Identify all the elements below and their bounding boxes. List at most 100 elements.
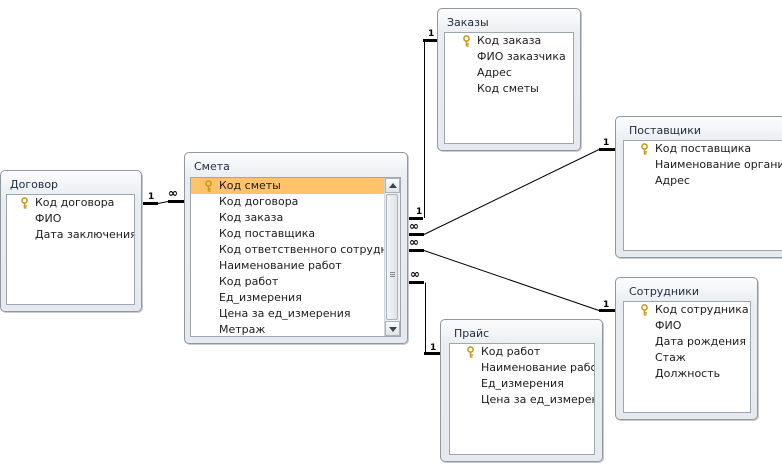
key-icon: [463, 35, 470, 47]
grip-line: [390, 272, 395, 273]
field-kod-smety[interactable]: Код сметы: [445, 81, 573, 97]
grip-line: [390, 274, 395, 275]
table-prais-field-list[interactable]: Код работ Наименование работ Ед_измерени…: [449, 343, 595, 455]
field-kod-sotrudnika[interactable]: Код сотрудника: [624, 302, 750, 318]
relationship-zakazy-smeta[interactable]: [408, 39, 437, 220]
field-kod-postavshchika[interactable]: Код поставщика: [191, 226, 400, 242]
field-label: Дата заключения: [35, 228, 134, 241]
table-sotrudniki-field-list[interactable]: Код сотрудника ФИО Дата рождения Стаж До…: [623, 301, 751, 413]
table-smeta[interactable]: Смета Код сметы Код договора Код заказа …: [184, 152, 408, 344]
field-label: Код сотрудника: [655, 303, 749, 316]
rel-postavshchiki-many-label: ∞: [409, 219, 419, 233]
field-ed-izmereniya[interactable]: Ед_измерения: [450, 376, 594, 392]
field-stazh[interactable]: Стаж: [624, 350, 750, 366]
field-label: Код работ: [219, 275, 279, 288]
field-label: ФИО: [655, 319, 682, 332]
key-icon: [641, 304, 648, 316]
relationship-postavshchiki-smeta[interactable]: [408, 148, 615, 236]
table-zakazy[interactable]: Заказы Код заказа ФИО заказчика Адрес Ко…: [437, 8, 581, 151]
key-icon: [205, 180, 212, 192]
field-label: ФИО заказчика: [477, 50, 566, 63]
field-ed-izmereniya[interactable]: Ед_измерения: [191, 290, 400, 306]
field-fio[interactable]: ФИО: [7, 211, 134, 227]
field-label: Код сметы: [219, 179, 281, 192]
field-tsena-za-ed-izmereniya[interactable]: Цена за ед_измерения: [191, 306, 400, 322]
field-label: Код ответственного сотрудника: [219, 243, 400, 256]
key-icon: [641, 143, 648, 155]
table-postavshchiki[interactable]: Поставщики Код поставщика Наименование о…: [615, 116, 782, 258]
field-label: Стаж: [655, 351, 686, 364]
field-label: Код поставщика: [655, 142, 752, 155]
grip-line: [390, 276, 395, 277]
field-kod-rabot[interactable]: Код работ: [191, 274, 400, 290]
field-label: Дата рождения: [655, 335, 746, 348]
rel-sotrudniki-many-label: ∞: [409, 235, 419, 249]
rel-prais-one-label: 1: [430, 343, 437, 353]
field-adres[interactable]: Адрес: [624, 173, 782, 189]
field-label: Цена за ед_измерения: [481, 393, 594, 406]
field-fio-zakazchika[interactable]: ФИО заказчика: [445, 49, 573, 65]
rel-dogovor-one-label: 1: [148, 192, 155, 202]
field-data-zaklyucheniya[interactable]: Дата заключения: [7, 227, 134, 243]
field-kod-zakaza[interactable]: Код заказа: [445, 33, 573, 49]
field-label: Адрес: [655, 174, 690, 187]
table-postavshchiki-title[interactable]: Поставщики: [629, 124, 701, 137]
table-postavshchiki-field-list[interactable]: Код поставщика Наименование организации …: [623, 140, 782, 251]
key-icon: [467, 346, 474, 358]
table-sotrudniki-title[interactable]: Сотрудники: [629, 285, 700, 298]
field-label: Код заказа: [477, 34, 542, 47]
field-label: Код договора: [35, 196, 115, 209]
field-naimenovanie-rabot[interactable]: Наименование работ: [191, 258, 400, 274]
field-label: Код работ: [481, 345, 541, 358]
table-prais-title[interactable]: Прайс: [454, 327, 490, 340]
field-kod-otvetstvennogo-sotrudnika[interactable]: Код ответственного сотрудника: [191, 242, 400, 258]
key-icon: [21, 197, 28, 209]
field-label: Должность: [655, 367, 721, 380]
field-kod-rabot[interactable]: Код работ: [450, 344, 594, 360]
rel-zakazy-smeta-end-label: 1: [416, 207, 423, 217]
relationship-dogovor-smeta[interactable]: [142, 200, 184, 205]
scroll-up-button[interactable]: [385, 178, 400, 193]
table-zakazy-field-list[interactable]: Код заказа ФИО заказчика Адрес Код сметы: [444, 32, 574, 144]
rel-dogovor-many-label: ∞: [168, 186, 178, 200]
smeta-vertical-scrollbar[interactable]: [384, 178, 400, 336]
field-label: Наименование работ: [219, 259, 342, 272]
field-data-rozhdeniya[interactable]: Дата рождения: [624, 334, 750, 350]
relationship-sotrudniki-smeta[interactable]: [408, 249, 615, 312]
scroll-down-button[interactable]: [385, 321, 400, 336]
field-label: Наименование организации: [655, 158, 782, 171]
field-label: Код заказа: [219, 211, 284, 224]
rel-prais-many-label: ∞: [410, 267, 420, 281]
table-dogovor-title[interactable]: Договор: [10, 178, 59, 191]
table-dogovor-field-list[interactable]: Код договора ФИО Дата заключения: [6, 194, 135, 305]
relationship-prais-smeta[interactable]: [408, 281, 440, 355]
field-dolzhnost[interactable]: Должность: [624, 366, 750, 382]
table-smeta-field-list[interactable]: Код сметы Код договора Код заказа Код по…: [190, 177, 401, 337]
field-kod-dogovora[interactable]: Код договора: [7, 195, 134, 211]
field-adres[interactable]: Адрес: [445, 65, 573, 81]
field-metrazh[interactable]: Метраж: [191, 322, 400, 336]
table-sotrudniki[interactable]: Сотрудники Код сотрудника ФИО Дата рожде…: [615, 277, 758, 420]
rel-sotrudniki-one-label: 1: [603, 300, 610, 310]
table-prais[interactable]: Прайс Код работ Наименование работ Ед_из…: [440, 319, 603, 462]
field-kod-postavshchika[interactable]: Код поставщика: [624, 141, 782, 157]
scroll-thumb[interactable]: [386, 194, 398, 320]
field-tsena-za-ed-izmereniya[interactable]: Цена за ед_измерения: [450, 392, 594, 408]
table-dogovor[interactable]: Договор Код договора ФИО Дата заключения: [0, 170, 142, 312]
rel-postavshchiki-one-label: 1: [603, 138, 610, 148]
field-label: Цена за ед_измерения: [219, 307, 351, 320]
field-label: Ед_измерения: [481, 377, 564, 390]
field-naimenovanie-organizatsii[interactable]: Наименование организации: [624, 157, 782, 173]
rel-zakazy-one-label: 1: [428, 29, 435, 39]
field-fio[interactable]: ФИО: [624, 318, 750, 334]
table-smeta-title[interactable]: Смета: [194, 160, 230, 173]
field-label: Адрес: [477, 66, 512, 79]
field-label: Код договора: [219, 195, 299, 208]
table-zakazy-title[interactable]: Заказы: [447, 16, 489, 29]
field-naimenovanie-rabot[interactable]: Наименование работ: [450, 360, 594, 376]
scroll-down-arrow-icon: [389, 327, 397, 332]
field-kod-zakaza[interactable]: Код заказа: [191, 210, 400, 226]
field-kod-dogovora[interactable]: Код договора: [191, 194, 400, 210]
field-kod-smety[interactable]: Код сметы: [191, 178, 400, 194]
